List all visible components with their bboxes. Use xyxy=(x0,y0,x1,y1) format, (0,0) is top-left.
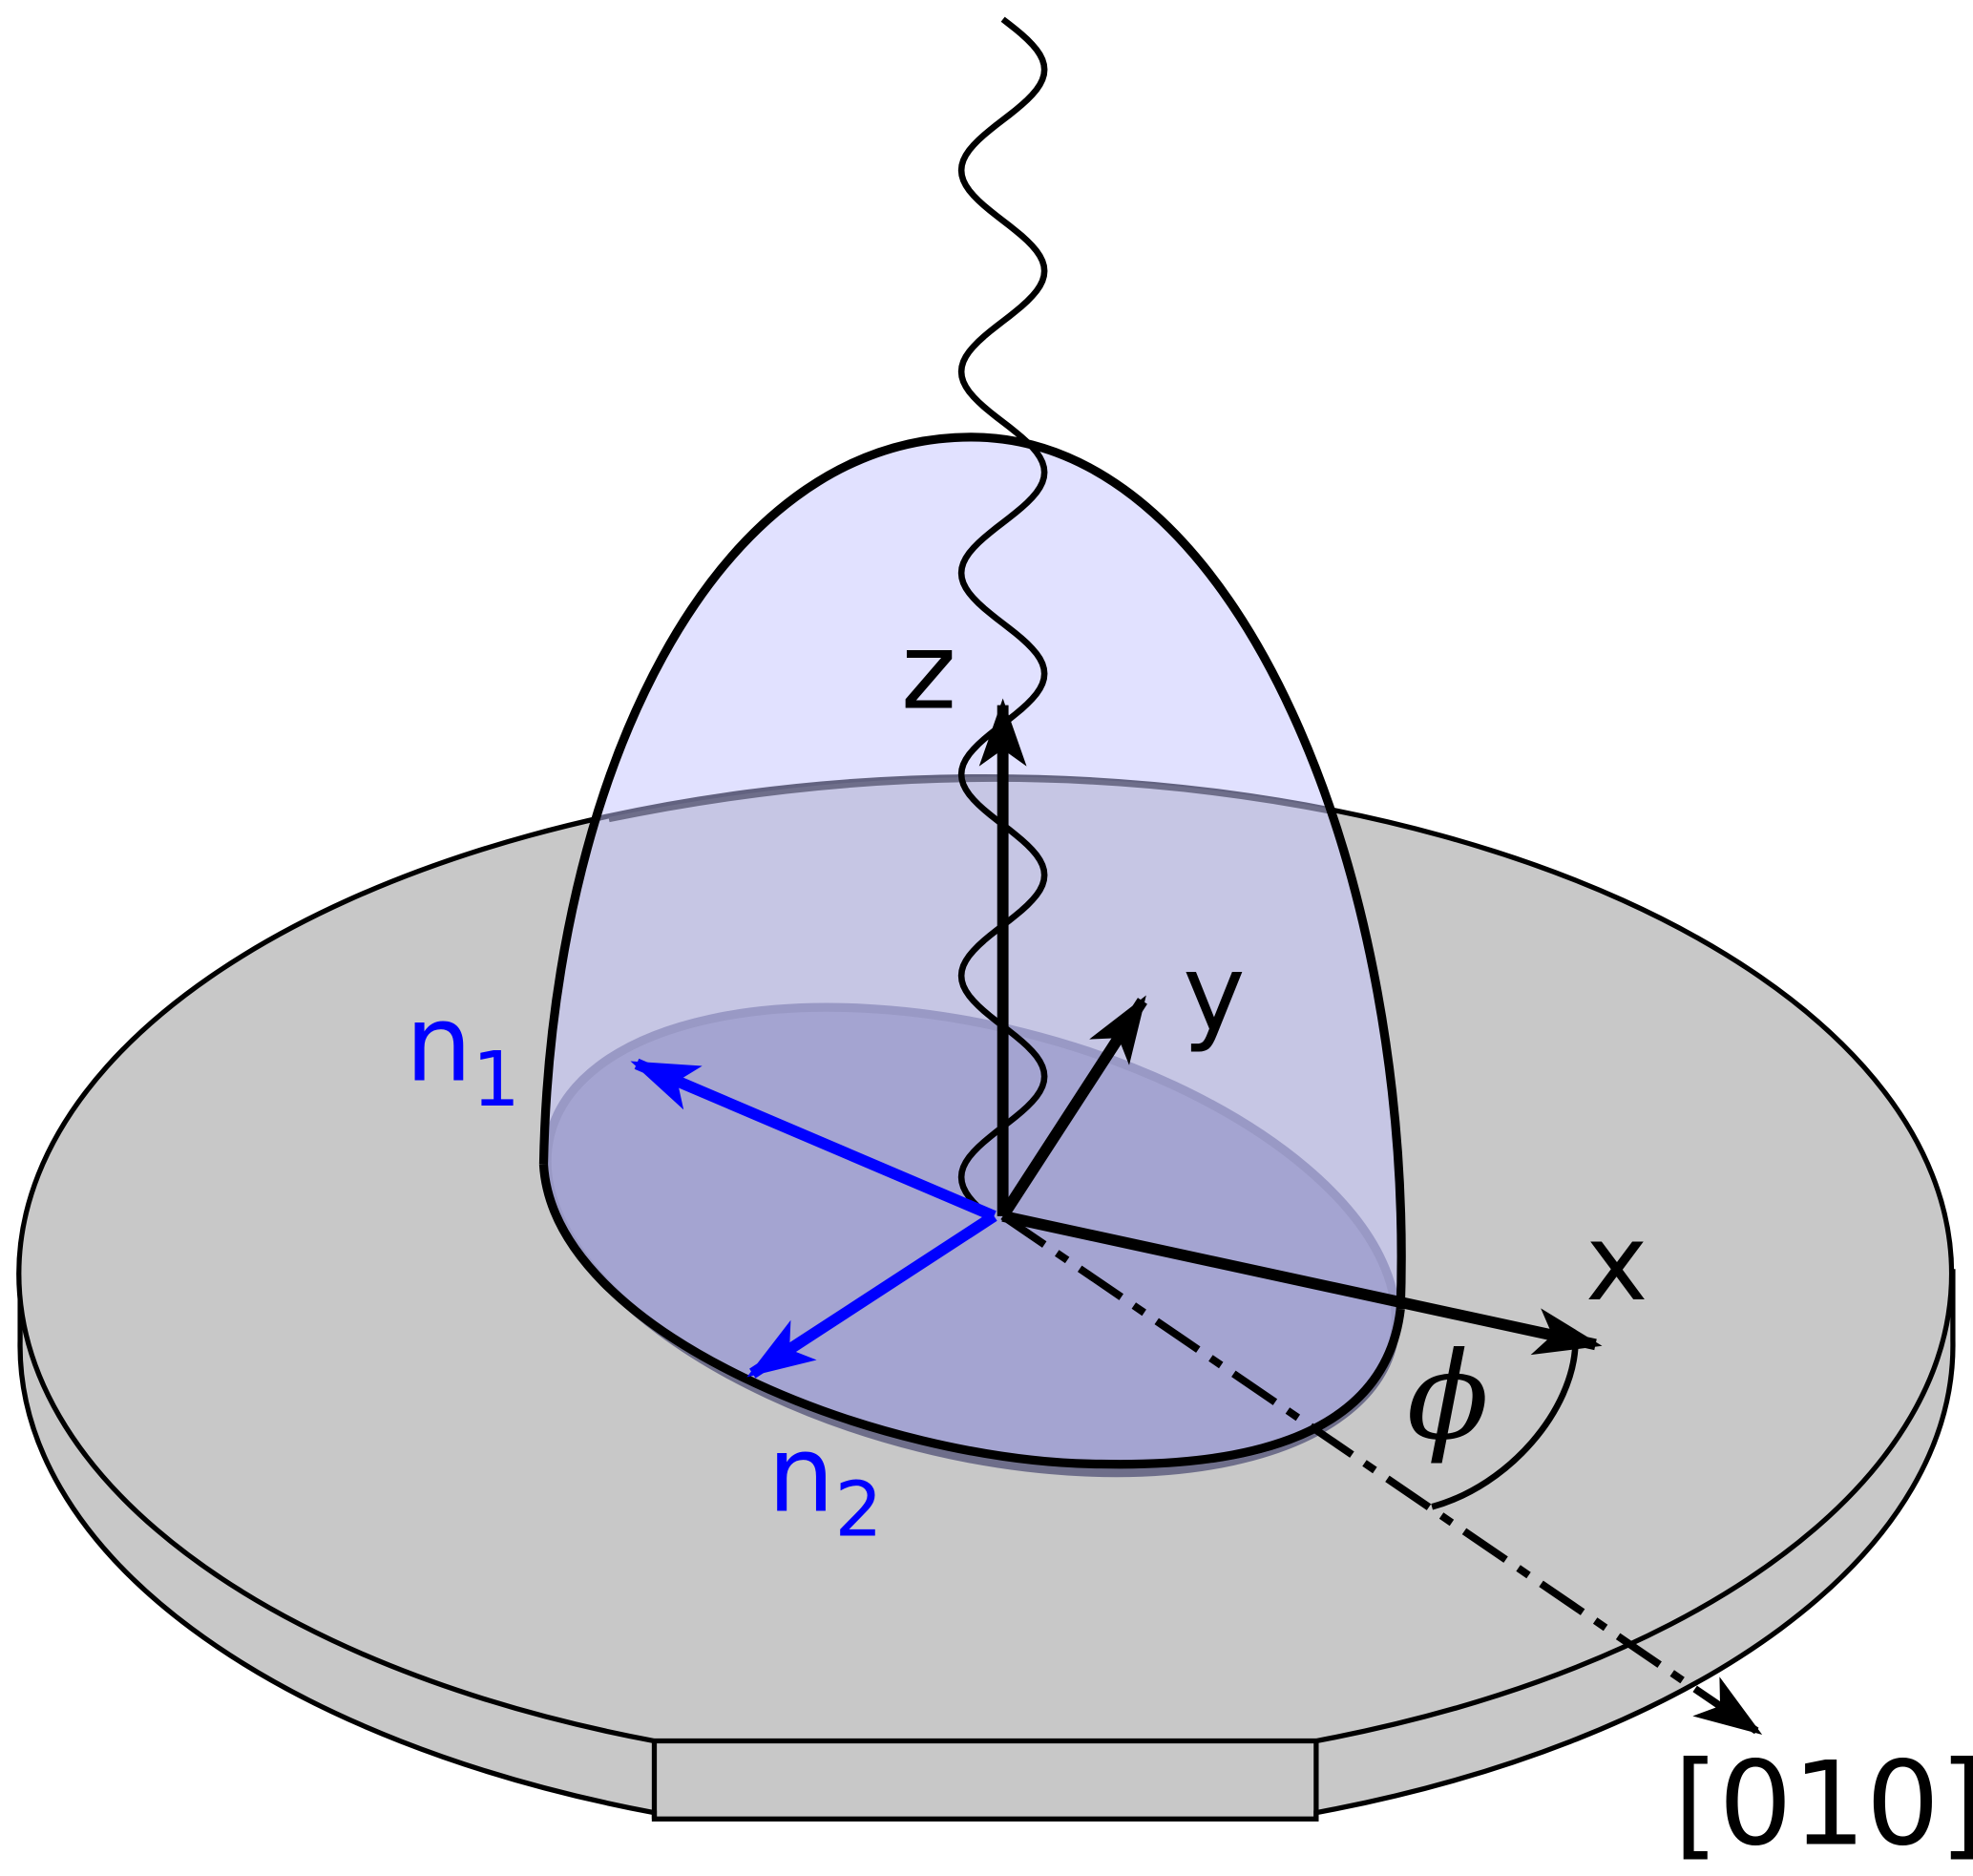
n1-vector xyxy=(630,1058,997,1222)
wafer-back-edge xyxy=(608,776,1334,823)
x-axis-label: x xyxy=(1585,1202,1648,1325)
phi-angle-arc xyxy=(1431,1344,1579,1510)
z-axis-label: z xyxy=(901,610,956,733)
n2-label: n2 xyxy=(767,1413,883,1553)
phi-angle-label: ϕ xyxy=(1407,1326,1489,1466)
y-axis-arrow xyxy=(997,995,1147,1220)
n1-label: n1 xyxy=(405,982,519,1123)
x-axis-arrow xyxy=(1001,1211,1603,1356)
photon-wave xyxy=(957,16,1048,1210)
dome-outline xyxy=(538,432,1406,1310)
spot-front-outline xyxy=(538,1164,1405,1469)
n2-vector xyxy=(746,1211,997,1379)
y-axis-label: y xyxy=(1183,933,1246,1056)
direction-010-label: [010] xyxy=(1673,1737,1973,1872)
direction-010-line xyxy=(1000,1212,1763,1736)
